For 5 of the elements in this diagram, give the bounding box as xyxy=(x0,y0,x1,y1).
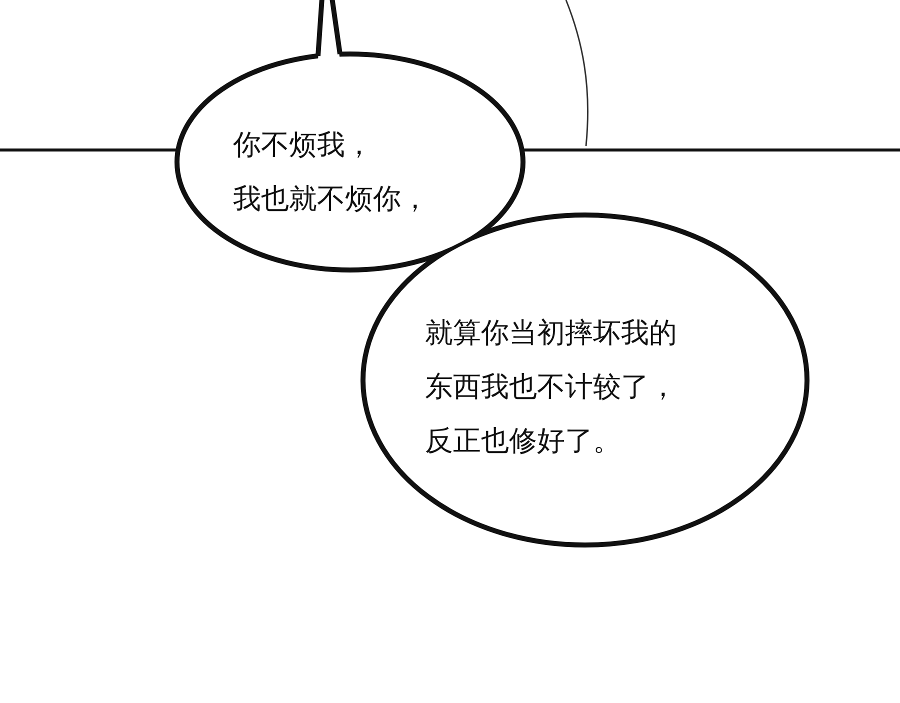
speech-bubble xyxy=(360,212,810,548)
speech-bubble xyxy=(175,0,527,272)
speech-text: 就算你当初摔坏我的东西我也不计较了，反正也修好了。 xyxy=(425,315,677,459)
speech-text: 你不烦我， xyxy=(233,127,374,163)
speech-text: 我也就不烦你， xyxy=(233,181,430,217)
